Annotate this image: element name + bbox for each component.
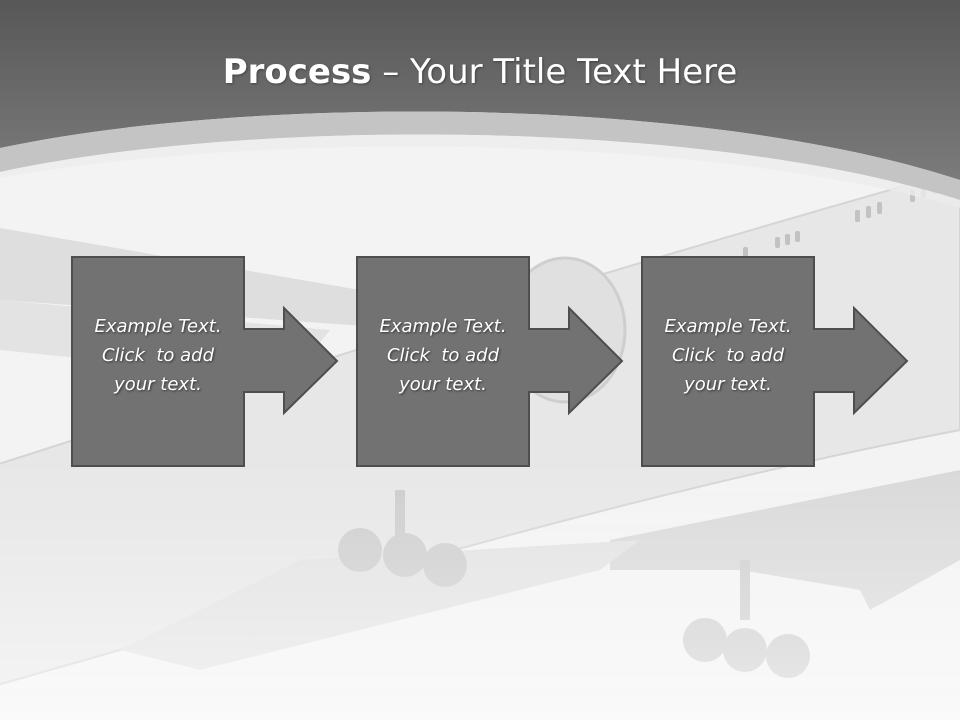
- step-arrow-shape: [356, 256, 624, 467]
- title-rest-text: – Your Title Text Here: [371, 52, 738, 92]
- header-curve: [0, 111, 960, 200]
- title-bold-text: Process: [222, 52, 372, 92]
- step-text: Example Text. Click to add your text.: [358, 312, 528, 399]
- step-text-line: your text.: [684, 374, 772, 395]
- slide-title[interactable]: Process – Your Title Text Here: [0, 52, 960, 92]
- process-step-2[interactable]: Example Text. Click to add your text.: [356, 256, 626, 468]
- step-text-line: Click to add: [386, 345, 499, 366]
- step-text-line: Example Text.: [94, 316, 222, 337]
- step-text-line: Example Text.: [379, 316, 507, 337]
- step-text-line: Click to add: [671, 345, 784, 366]
- step-text-line: your text.: [114, 374, 202, 395]
- step-arrow-shape: [71, 256, 339, 467]
- step-text: Example Text. Click to add your text.: [73, 312, 243, 399]
- step-text-line: Example Text.: [664, 316, 792, 337]
- step-text-line: Click to add: [101, 345, 214, 366]
- step-text-line: your text.: [399, 374, 487, 395]
- header-band: [0, 0, 960, 180]
- process-step-3[interactable]: Example Text. Click to add your text.: [641, 256, 911, 468]
- process-step-1[interactable]: Example Text. Click to add your text.: [71, 256, 341, 468]
- step-text: Example Text. Click to add your text.: [643, 312, 813, 399]
- step-arrow-shape: [641, 256, 909, 467]
